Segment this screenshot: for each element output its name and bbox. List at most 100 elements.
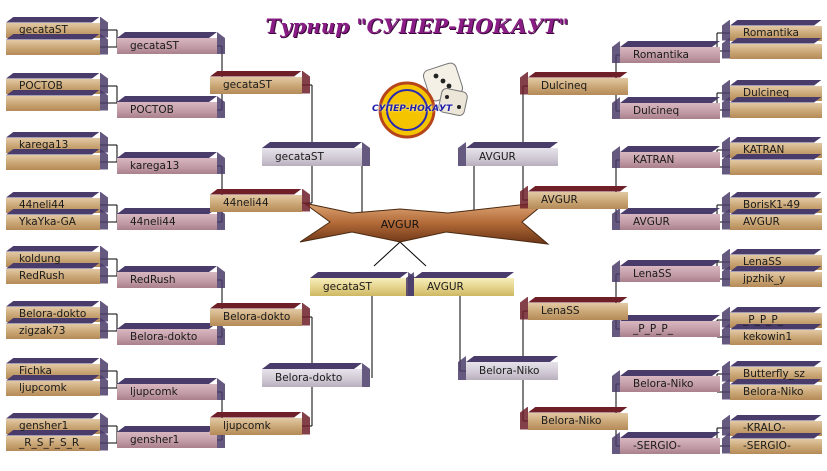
box-top-face xyxy=(6,90,100,96)
player-name: -SERGIO- xyxy=(633,440,681,452)
left-r1-slot: ljupcomk xyxy=(6,374,108,396)
box-side-face xyxy=(722,153,730,175)
dice-icon xyxy=(422,62,468,117)
left-r2-slot: Belora-dokto xyxy=(117,323,225,345)
player-name: BorisK1-49 xyxy=(743,199,801,211)
left-r3-slot: 44neli44 xyxy=(210,188,310,212)
right-r2-slot: Romantika xyxy=(612,41,720,63)
player-name: -KRALO- xyxy=(743,422,786,434)
right-r1-slot: AVGUR xyxy=(722,208,822,230)
box-top-face xyxy=(620,432,720,438)
box-side-face xyxy=(362,363,370,387)
player-name: Belora-Niko xyxy=(541,415,602,427)
right-r1-slot: Butterfly_sz xyxy=(722,360,822,382)
player-name: _P_P_P_ xyxy=(633,323,673,335)
player-name: _R_S_F_S_R_ xyxy=(19,437,85,449)
right-r1-slot: KATRAN xyxy=(722,136,822,158)
player-name: Dulcineq xyxy=(743,87,790,99)
right-r2-slot: _P_P_P_ xyxy=(612,315,720,337)
box-top-face xyxy=(6,17,100,23)
box-side-face xyxy=(302,411,310,435)
box-side-face xyxy=(722,378,730,400)
box-side-face xyxy=(100,131,108,153)
box-top-face xyxy=(528,297,628,303)
player-name: gecataST xyxy=(275,151,324,163)
box-top-face xyxy=(117,208,217,214)
right-r1-slot xyxy=(722,153,822,175)
box-side-face xyxy=(458,142,466,166)
box-side-face xyxy=(612,432,620,454)
left-r3-slot: gecataST xyxy=(210,70,310,94)
box-side-face xyxy=(722,208,730,230)
box-side-face xyxy=(722,79,730,101)
box-side-face xyxy=(302,188,310,212)
player-name: kekowin1 xyxy=(743,331,793,343)
box-top-face xyxy=(310,272,408,278)
box-side-face xyxy=(612,315,620,337)
box-side-face xyxy=(100,357,108,379)
box-side-face xyxy=(362,142,370,166)
box-top-face xyxy=(6,263,100,269)
player-name: РОСТОВ xyxy=(130,104,174,116)
box-side-face xyxy=(217,32,225,54)
box-top-face xyxy=(620,260,720,266)
connector-line xyxy=(399,241,427,267)
player-name: KATRAN xyxy=(743,144,785,156)
box-side-face xyxy=(217,323,225,345)
box-side-face xyxy=(612,208,620,230)
box-side-face xyxy=(722,96,730,118)
box-top-face xyxy=(117,378,217,384)
box-top-face xyxy=(620,315,720,321)
box-side-face xyxy=(217,208,225,230)
box-top-face xyxy=(730,361,822,367)
box-top-face xyxy=(466,356,558,362)
final-right-slot: AVGUR xyxy=(406,272,514,296)
box-side-face xyxy=(217,426,225,448)
left-r2-slot: RedRush xyxy=(117,266,225,288)
right-r1-slot: Romantika xyxy=(722,19,822,41)
box-top-face xyxy=(528,407,628,413)
final-winner: AVGUR xyxy=(380,218,420,231)
left-r4-slot: gecataST xyxy=(262,142,370,166)
box-top-face xyxy=(730,266,822,272)
box-side-face xyxy=(722,19,730,41)
box-side-face xyxy=(722,37,730,59)
right-r1-slot xyxy=(722,96,822,118)
player-name: LenaSS xyxy=(541,305,580,317)
box-side-face xyxy=(302,70,310,94)
right-r3-slot: Dulcineq xyxy=(520,71,628,95)
box-top-face xyxy=(730,80,822,86)
player-name: LenaSS xyxy=(633,268,672,280)
player-name: YkaYka-GA xyxy=(19,216,76,228)
box-side-face xyxy=(100,33,108,55)
box-top-face xyxy=(730,192,822,198)
player-name: Dulcineq xyxy=(633,105,680,117)
right-r1-slot: -SERGIO- xyxy=(722,432,822,454)
box-side-face xyxy=(722,323,730,345)
box-side-face xyxy=(520,71,528,95)
box-top-face xyxy=(117,323,217,329)
box-top-face xyxy=(730,249,822,255)
box-side-face xyxy=(100,208,108,230)
connector-line xyxy=(373,241,401,267)
box-top-face xyxy=(117,32,217,38)
player-name: ljupcomk xyxy=(223,420,271,432)
box-side-face xyxy=(100,374,108,396)
final-banner xyxy=(299,201,550,245)
right-r1-slot: BorisK1-49 xyxy=(722,191,822,213)
logo-text: СУПЕР-НОКАУТ xyxy=(372,104,453,114)
right-r3-slot: Belora-Niko xyxy=(520,406,628,430)
box-side-face xyxy=(100,191,108,213)
box-side-face xyxy=(722,414,730,436)
box-top-face xyxy=(6,132,100,138)
player-name: gecataST xyxy=(19,24,68,36)
left-r2-slot: karega13 xyxy=(117,152,225,174)
box-side-face xyxy=(612,146,620,168)
box-side-face xyxy=(100,317,108,339)
box-side-face xyxy=(722,191,730,213)
box-side-face xyxy=(520,296,528,320)
box-side-face xyxy=(722,306,730,328)
box-top-face xyxy=(6,413,100,419)
left-r3-slot: ljupcomk xyxy=(210,411,310,435)
